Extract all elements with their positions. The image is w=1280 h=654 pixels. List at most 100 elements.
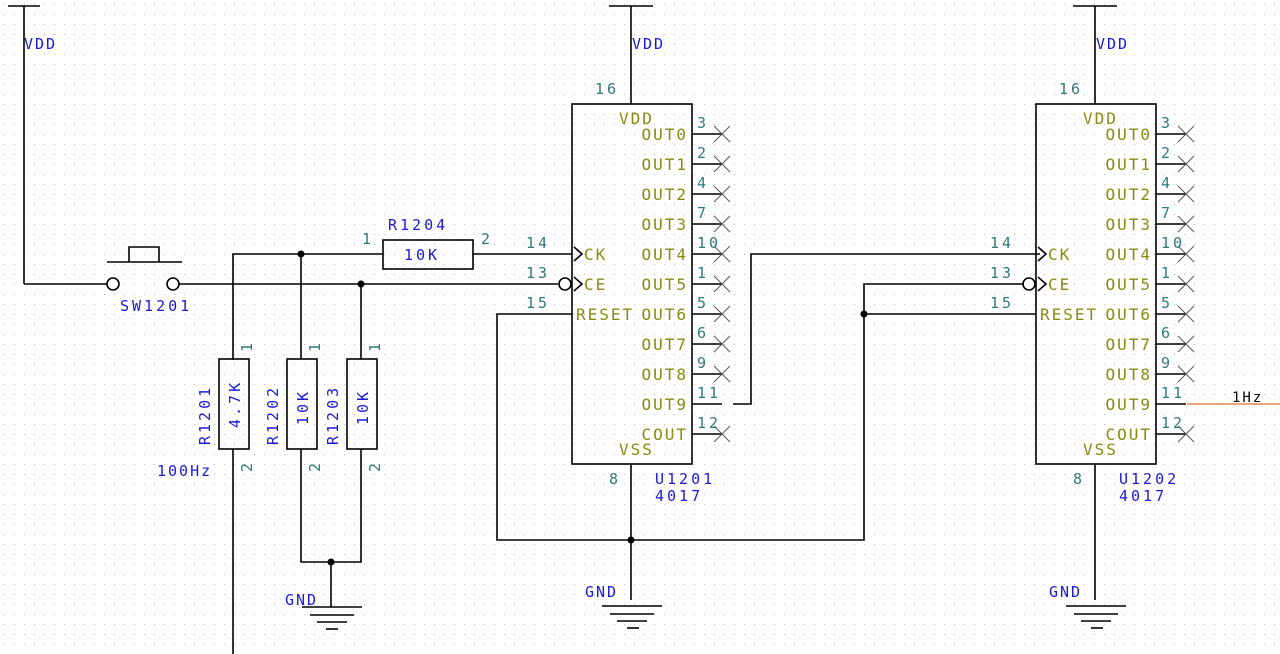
r1203-value: 10K [354,389,372,425]
pin-number: 12 [697,414,721,432]
pin-name: OUT2 [1105,185,1152,204]
no-connect-icon [713,365,731,383]
vdd-label: VDD [1096,35,1129,53]
pin-number: 10 [697,234,721,252]
pushbutton-switch-sw1201[interactable]: SW1201 [106,246,192,315]
pin-name: OUT8 [1105,365,1152,384]
vdd-pin-number: 16 [595,80,619,98]
pin-name: OUT6 [1105,305,1152,324]
r1204-ref: R1204 [388,216,448,234]
ic-part: 4017 [1119,487,1167,505]
r1202-pin1: 1 [306,340,324,352]
pin-number: 6 [697,324,709,342]
gnd-symbol-left[interactable]: GND [285,562,362,630]
pin-number: 9 [697,354,709,372]
clock-edge-icon [573,276,584,292]
pin-name: OUT1 [641,155,688,174]
no-connect-icon [713,215,731,233]
pin-number: 4 [697,174,709,192]
gnd-symbol[interactable]: GND [1049,583,1126,629]
pin-number: 2 [1161,144,1173,162]
ic-part: 4017 [655,487,703,505]
r1203-ref: R1203 [324,385,342,445]
r1202-pin2: 2 [306,460,324,472]
ic-u1202[interactable]: VDD16VDDVSS3OUT02OUT14OUT27OUT310OUT41OU… [990,5,1195,629]
r1201-value: 4.7K [226,380,244,428]
no-connect-icon [713,425,731,443]
resistor-r1201[interactable]: R1201 4.7K 1 2 [196,340,256,472]
no-connect-icon [1177,185,1195,203]
no-connect-icon [713,305,731,323]
vss-pin-name: VSS [1083,440,1118,459]
ic-u1201[interactable]: VDD16VDDVSS3OUT02OUT14OUT27OUT310OUT41OU… [526,5,731,629]
gnd-label: GND [585,583,618,601]
pin-name: CE [584,275,607,294]
pin-number: 5 [697,294,709,312]
no-connect-icon [713,155,731,173]
clock-edge-icon [1037,276,1048,292]
clock-edge-icon [1037,246,1048,262]
wire-u1202-ce[interactable] [863,283,1024,314]
r1203-pin2: 2 [366,460,384,472]
resistor-r1202[interactable]: R1202 10K 1 2 [264,340,324,472]
sw1201-ref: SW1201 [120,297,192,315]
resistor-r1203[interactable]: R1203 10K 1 2 [324,340,384,472]
pin-name: OUT1 [1105,155,1152,174]
ic-ref: U1202 [1119,470,1179,488]
vdd-pin-number: 16 [1059,80,1083,98]
wire-clock-node[interactable] [232,253,383,360]
gnd-symbol[interactable]: GND [585,583,662,629]
pin-number: 13 [990,264,1014,282]
pin-name: OUT5 [1105,275,1152,294]
pin-name: RESET [576,305,634,324]
pin-number: 11 [697,384,721,402]
pin-number: 1 [1161,264,1173,282]
pin-number: 15 [526,294,550,312]
r1201-pin1: 1 [238,340,256,352]
vdd-port-left[interactable]: VDD [8,5,57,284]
vdd-label: VDD [632,35,665,53]
pin-name: OUT0 [641,125,688,144]
r1202-value: 10K [294,389,312,425]
junction [627,536,635,544]
pin-number: 10 [1161,234,1185,252]
inversion-bubble-icon [558,277,572,291]
no-connect-icon [1177,425,1195,443]
r1204-value: 10K [404,246,440,264]
pin-name: CK [584,245,607,264]
pin-number: 3 [697,114,709,132]
r1202-ref: R1202 [264,385,282,445]
wire-reset-gnd-bus[interactable] [496,313,865,541]
r1204-pin1: 1 [362,230,374,248]
wire-u1201-out9-to-u1202-ck[interactable] [733,253,1040,405]
